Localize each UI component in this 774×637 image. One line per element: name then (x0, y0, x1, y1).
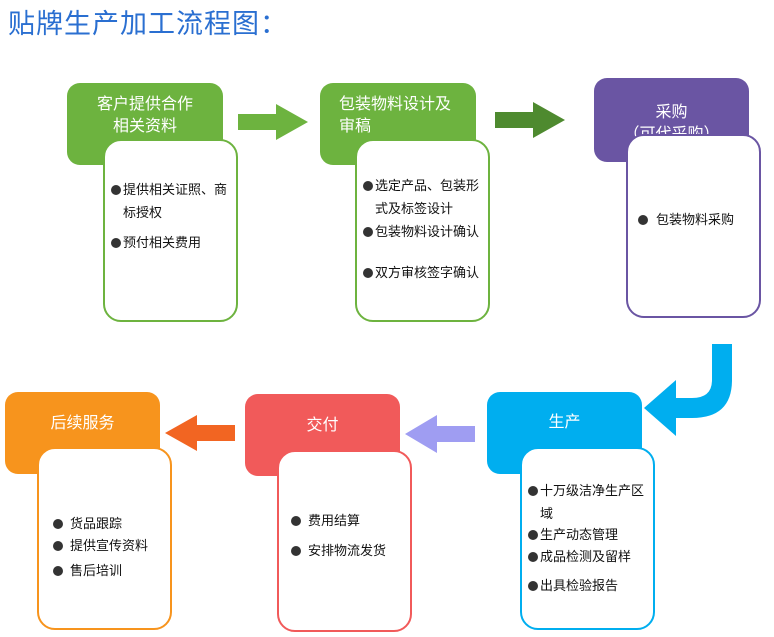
bullet-icon (638, 215, 648, 225)
step-6-heading: 后续服务 (50, 413, 115, 432)
step-2-item: 双方审核签字确认 (363, 262, 485, 285)
bullet-icon (53, 519, 63, 529)
step-6-card: 货品跟踪 提供宣传资料 售后培训 (37, 447, 172, 630)
step-5-heading: 交付 (306, 415, 339, 434)
step-4-item: 生产动态管理 (528, 524, 652, 547)
bullet-icon (528, 552, 538, 562)
step-3-item: 包装物料采购 (638, 209, 760, 232)
bullet-icon (291, 516, 301, 526)
bullet-icon (528, 581, 538, 591)
step-4-item: 出具检验报告 (528, 575, 652, 598)
step-5-item: 安排物流发货 (291, 540, 409, 563)
step-2-heading: 包装物料设计及审稿 (339, 94, 452, 135)
page-title: 贴牌生产加工流程图： (8, 9, 288, 40)
step-1-item: 提供相关证照、商标授权 (111, 179, 236, 225)
bullet-icon (53, 566, 63, 576)
step-1-heading: 客户提供合作相关资料 (96, 94, 193, 135)
step-2-card: 选定产品、包装形式及标签设计 包装物料设计确认 双方审核签字确认 (355, 139, 490, 322)
arrow-left-icon (405, 415, 475, 453)
step-1-card: 提供相关证照、商标授权 预付相关费用 (103, 139, 238, 322)
bullet-icon (363, 227, 373, 237)
step-2-item: 选定产品、包装形式及标签设计 (363, 175, 485, 221)
step-1-item: 预付相关费用 (111, 232, 236, 255)
step-4-card: 十万级洁净生产区域 生产动态管理 成品检测及留样 出具检验报告 (520, 447, 655, 630)
step-4-item: 十万级洁净生产区域 (528, 480, 652, 526)
arrow-right-icon (238, 104, 308, 140)
step-6-item: 货品跟踪 (53, 513, 171, 536)
step-5-item: 费用结算 (291, 510, 409, 533)
bullet-icon (528, 530, 538, 540)
bullet-icon (363, 181, 373, 191)
step-5-card: 费用结算 安排物流发货 (277, 450, 412, 632)
bullet-icon (363, 268, 373, 278)
bullet-icon (291, 546, 301, 556)
curved-arrow-down-left-icon (644, 344, 732, 436)
bullet-icon (111, 238, 121, 248)
arrow-right-icon (495, 102, 565, 138)
bullet-icon (528, 486, 538, 496)
arrow-left-icon (165, 415, 235, 451)
bullet-icon (53, 541, 63, 551)
step-4-heading: 生产 (548, 412, 581, 431)
step-3-heading: 采购 (655, 102, 688, 121)
step-6-item: 售后培训 (53, 560, 171, 583)
step-2-item: 包装物料设计确认 (363, 221, 485, 244)
step-3-card: 包装物料采购 (626, 134, 761, 318)
bullet-icon (111, 185, 121, 195)
step-6-item: 提供宣传资料 (53, 535, 171, 558)
step-4-item: 成品检测及留样 (528, 546, 652, 569)
